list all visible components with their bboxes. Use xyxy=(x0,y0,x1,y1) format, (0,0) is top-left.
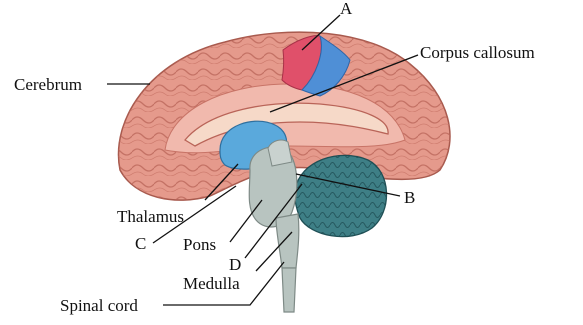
medulla-shape xyxy=(276,214,299,268)
label-spinal-cord: Spinal cord xyxy=(60,296,138,315)
cerebellum-folia-texture xyxy=(295,155,387,236)
midbrain-shape xyxy=(268,140,292,166)
label-cerebrum: Cerebrum xyxy=(14,75,82,94)
label-d: D xyxy=(229,255,241,274)
label-thalamus: Thalamus xyxy=(117,207,184,226)
label-pons: Pons xyxy=(183,235,216,254)
label-a: A xyxy=(340,0,353,18)
label-corpus-callosum: Corpus callosum xyxy=(420,43,535,62)
label-b: B xyxy=(404,188,415,207)
spinal-cord-shape xyxy=(282,268,296,312)
label-medulla: Medulla xyxy=(183,274,240,293)
label-c: C xyxy=(135,234,146,253)
